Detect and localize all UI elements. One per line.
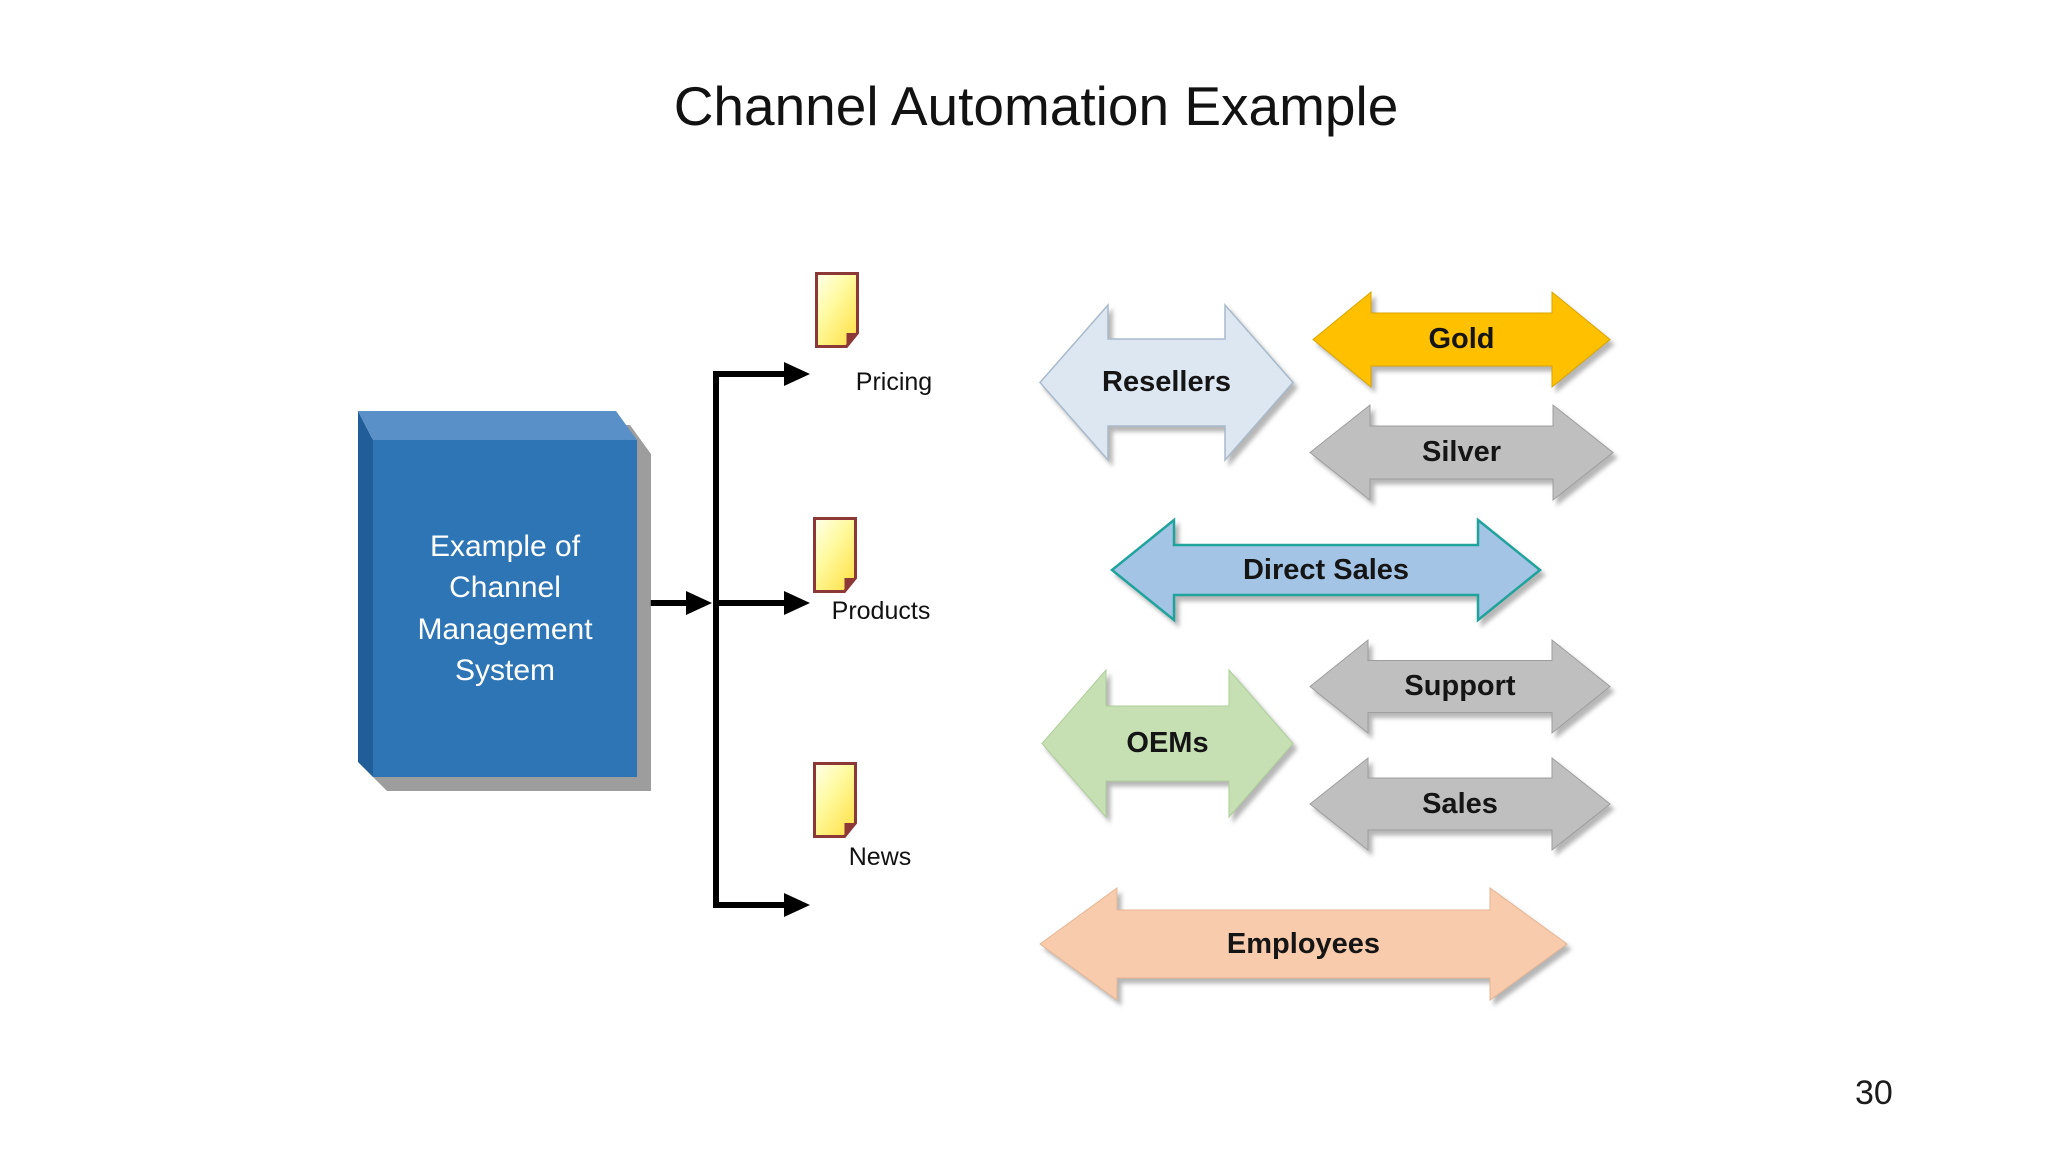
arrowhead-icon [686, 591, 712, 615]
system-box-side-face [358, 411, 373, 777]
double-arrow-icon [1041, 668, 1294, 819]
document-icon [813, 517, 857, 593]
double-arrow-shape [1309, 756, 1611, 852]
document-label-pricing: Pricing [855, 368, 933, 396]
double-arrow-shape [1309, 638, 1611, 735]
document-fold-corner [844, 823, 856, 837]
double-arrow-icon [1039, 887, 1568, 1001]
arrowhead-icon [784, 362, 810, 386]
arrow-support: Support [1309, 638, 1611, 735]
document-icon [815, 272, 859, 348]
document-label-news: News [848, 843, 912, 871]
arrow-oems: OEMs [1041, 668, 1294, 819]
arrow-gold: Gold [1312, 290, 1611, 389]
arrow-sales: Sales [1309, 756, 1611, 852]
document-fold-corner [844, 578, 856, 592]
connector-trunk [713, 371, 784, 908]
document-label-products: Products [831, 597, 931, 625]
double-arrow-shape [1039, 887, 1568, 1001]
double-arrow-icon [1309, 403, 1614, 502]
double-arrow-icon [1309, 756, 1611, 852]
document-icon [813, 762, 857, 838]
double-arrow-shape [1041, 668, 1294, 819]
document-fold-corner [846, 333, 858, 347]
double-arrow-shape [1110, 517, 1542, 623]
page-title: Channel Automation Example [673, 75, 1399, 137]
double-arrow-icon [1312, 290, 1611, 389]
arrow-resellers: Resellers [1039, 303, 1294, 462]
arrowhead-icon [784, 893, 810, 917]
system-box-front-face [373, 440, 637, 777]
double-arrow-icon [1039, 303, 1294, 462]
double-arrow-shape [1312, 290, 1611, 389]
system-box-label-text: Example of Channel Management System [417, 529, 593, 687]
double-arrow-shape [1039, 303, 1294, 462]
system-box [358, 411, 637, 777]
arrowhead-icon [784, 591, 810, 615]
arrow-direct-sales: Direct Sales [1110, 517, 1542, 623]
page-number: 30 [1855, 1074, 1893, 1112]
double-arrow-shape [1309, 403, 1614, 502]
arrow-silver: Silver [1309, 403, 1614, 502]
double-arrow-icon [1110, 517, 1542, 623]
system-box-label: Example of Channel Management System [373, 440, 637, 777]
double-arrow-icon [1309, 638, 1611, 735]
arrow-employees: Employees [1039, 887, 1568, 1001]
system-box-top-face [358, 411, 637, 440]
